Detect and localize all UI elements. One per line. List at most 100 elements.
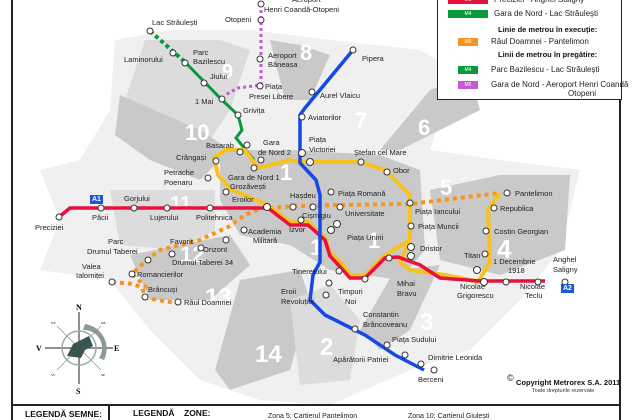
svg-text:Izvor: Izvor [289,225,306,234]
svg-text:Piața: Piața [309,135,327,144]
legend-swatch-m4-planned: M4 [458,66,478,74]
svg-text:9: 9 [222,61,233,83]
line-m4 [183,60,256,161]
svg-text:Berceni: Berceni [418,375,444,384]
svg-text:Titan: Titan [464,251,480,260]
line-m5-b [129,191,501,290]
svg-text:Nicolae: Nicolae [460,282,485,291]
frame-right [619,0,621,420]
svg-text:Brâncuși: Brâncuși [148,285,178,294]
svg-text:Noi: Noi [345,297,357,306]
svg-text:S: S [76,387,81,396]
legend-line-m6-cont: Otopeni [568,89,597,98]
svg-text:Grozăvești: Grozăvești [230,182,266,191]
legend-signs-title: LEGENDĂ SEMNE: [25,409,102,419]
svg-text:Valea: Valea [82,262,101,271]
legend-line-m6: Gara de Nord - Aeroport Henri Coandă [491,80,629,89]
svg-text:Aeroport: Aeroport [292,0,322,4]
svg-text:Poenaru: Poenaru [164,178,192,187]
svg-text:1 Decembrie: 1 Decembrie [493,257,536,266]
svg-text:Dimitrie Leonida: Dimitrie Leonida [428,353,483,362]
copyright-symbol: © [507,373,514,383]
station-labels: Aeroport Henri Coandă-Otopeni Otopeni La… [35,0,578,384]
svg-text:11: 11 [170,193,191,215]
svg-text:Aeroport: Aeroport [268,51,298,60]
svg-text:Saligny: Saligny [553,265,578,274]
svg-text:Victoriei: Victoriei [309,145,336,154]
svg-text:Drumul Taberei: Drumul Taberei [87,247,138,256]
svg-text:NE: NE [101,321,106,325]
svg-text:Băneasa: Băneasa [268,60,298,69]
line-m6 [224,4,263,97]
station-markers [55,0,569,374]
svg-text:Aurel Vlaicu: Aurel Vlaicu [320,91,360,100]
svg-text:Teclu: Teclu [525,291,543,300]
svg-text:3: 3 [420,309,433,336]
svg-text:Hașdeu: Hașdeu [290,191,316,200]
svg-text:Gara: Gara [263,138,281,147]
svg-text:1 Mai: 1 Mai [195,97,214,106]
svg-text:Militară: Militară [253,236,278,245]
svg-text:Favorit: Favorit [170,237,194,246]
svg-text:Râul Doamnei: Râul Doamnei [184,298,232,307]
svg-text:V: V [36,344,42,353]
svg-text:Politehnica: Politehnica [196,213,234,222]
svg-text:1918: 1918 [508,266,525,275]
svg-text:Ialomiței: Ialomiței [76,271,104,280]
svg-text:Universitate: Universitate [345,209,385,218]
svg-text:Gara de Nord 1: Gara de Nord 1 [228,173,280,182]
svg-text:Nicolae: Nicolae [520,282,545,291]
svg-text:Grivița: Grivița [243,106,265,115]
svg-text:Piața: Piața [265,82,283,91]
svg-text:13: 13 [205,284,232,311]
svg-text:7: 7 [355,108,367,133]
svg-text:Laminorului: Laminorului [124,55,163,64]
svg-text:8: 8 [300,40,312,65]
frame-left [11,0,13,420]
legend-swatch-m4: M4 [448,10,488,18]
svg-text:1: 1 [368,228,380,253]
svg-text:Eroilor: Eroilor [232,195,254,204]
line-m5 [111,280,177,305]
svg-text:Piața Unirii: Piața Unirii [347,233,384,242]
zone10-description: Zona 10: Cartierul Giulești [408,413,490,420]
svg-text:SE: SE [101,373,105,377]
svg-text:Cișmigiu: Cișmigiu [302,211,331,220]
svg-text:Preciziei: Preciziei [35,223,64,232]
svg-text:Piața Sudului: Piața Sudului [392,335,437,344]
svg-text:Henri Coandă-Otopeni: Henri Coandă-Otopeni [264,5,339,14]
legend-line-m4: Gara de Nord - Lac Străulești [494,9,599,18]
svg-text:Obor: Obor [393,166,410,175]
svg-text:Aviatorilor: Aviatorilor [308,113,342,122]
svg-text:Costin Georgian: Costin Georgian [494,227,548,236]
svg-text:Anghel: Anghel [553,255,577,264]
svg-text:Pipera: Pipera [362,54,385,63]
svg-text:Republica: Republica [500,204,534,213]
frame-bottom [11,404,621,406]
svg-text:Orizont: Orizont [203,245,228,254]
line-m4-planned [148,29,187,64]
svg-text:Pantelimon: Pantelimon [515,189,553,198]
svg-text:Revoluției: Revoluției [281,297,314,306]
svg-text:Jiului: Jiului [210,72,227,81]
svg-text:Mihai: Mihai [397,279,415,288]
svg-text:Brâncoveanu: Brâncoveanu [363,320,407,329]
copyright-text: Copyright Metrorex S.A. 2011 [516,378,621,387]
svg-text:Lac Străulești: Lac Străulești [152,18,198,27]
legend-zones-title: LEGENDĂ ZONE: [133,408,211,418]
svg-text:Piața Iancului: Piața Iancului [415,207,460,216]
svg-text:Timpuri: Timpuri [338,287,363,296]
svg-text:Gorjului: Gorjului [124,194,150,203]
svg-text:1: 1 [280,160,292,185]
legend-swatch-m6: M6 [458,81,478,89]
svg-text:Ștefan cel Mare: Ștefan cel Mare [354,148,407,157]
svg-text:Bravu: Bravu [397,289,417,298]
highway-a2-badge: A2 [561,284,574,293]
lines-legend: M1 Preciziei - Anghel Saligny M4 Gara de… [437,0,628,100]
svg-text:Academia: Academia [248,227,282,236]
svg-text:Drumul Taberei 34: Drumul Taberei 34 [172,258,233,267]
svg-text:Piața Muncii: Piața Muncii [418,222,459,231]
compass-rose-icon: N S E V NE NV SE SV [36,303,119,396]
svg-text:Presei Libere: Presei Libere [249,92,293,101]
svg-text:6: 6 [418,115,430,140]
